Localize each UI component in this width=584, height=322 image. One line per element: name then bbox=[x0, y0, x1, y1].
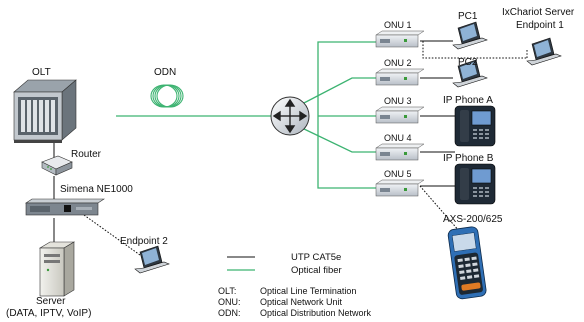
onu-1-label: ONU 1 bbox=[384, 20, 412, 30]
dotted-links bbox=[83, 40, 528, 256]
dotted-simena-endpoint2 bbox=[83, 214, 141, 256]
ixchariot-label-line2: Endpoint 1 bbox=[516, 20, 564, 31]
simena-ne1000-icon bbox=[25, 198, 105, 216]
onu-3-label: ONU 3 bbox=[384, 96, 412, 106]
utp-links bbox=[53, 40, 455, 242]
ip-phone-a-label: IP Phone A bbox=[443, 95, 493, 106]
server-label-line1: Server bbox=[36, 296, 66, 307]
legend-utp-label: UTP CAT5e bbox=[291, 252, 341, 263]
dotted-axs-onu5 bbox=[419, 185, 461, 233]
onu-1-icon bbox=[375, 30, 425, 48]
server-label-line2: (DATA, IPTV, VoIP) bbox=[6, 308, 91, 319]
dotted-onu1-ixchariot bbox=[420, 40, 527, 59]
simena-label: Simena NE1000 bbox=[60, 184, 133, 195]
router-icon bbox=[41, 155, 73, 176]
ixchariot-label-line1: IxChariot Server bbox=[502, 7, 575, 18]
onu-2-label: ONU 2 bbox=[384, 58, 412, 68]
ixchariot-laptop-icon bbox=[526, 37, 562, 66]
endpoint2-label: Endpoint 2 bbox=[120, 236, 168, 247]
legend-fiber-label: Optical fiber bbox=[291, 265, 342, 276]
pc1-laptop-icon bbox=[452, 21, 488, 50]
legend: UTP CAT5e Optical fiber bbox=[227, 252, 342, 276]
pc2-laptop-icon bbox=[452, 59, 488, 88]
onu-3-icon bbox=[375, 106, 425, 124]
ip-phone-b-label: IP Phone B bbox=[443, 153, 494, 164]
abbr-olt: OLT: bbox=[218, 286, 236, 296]
fiber-to-onu4 bbox=[301, 127, 376, 153]
odn-coil-icon bbox=[150, 84, 184, 108]
ip-phone-a-icon bbox=[454, 105, 496, 147]
abbr-odn: ODN: bbox=[218, 308, 241, 318]
fiber-to-onu5 bbox=[317, 116, 376, 189]
router-label: Router bbox=[71, 149, 102, 160]
fiber-links bbox=[116, 41, 376, 189]
fiber-to-onu1 bbox=[317, 41, 376, 116]
onu-2-icon bbox=[375, 68, 425, 86]
olt-icon bbox=[13, 79, 77, 143]
odn-label: ODN bbox=[154, 67, 176, 78]
endpoint2-laptop-icon bbox=[134, 245, 170, 274]
pc1-label: PC1 bbox=[458, 11, 478, 22]
onu-5-icon bbox=[375, 179, 425, 197]
olt-label: OLT bbox=[32, 67, 51, 78]
abbr-odn-meaning: Optical Distribution Network bbox=[260, 308, 372, 318]
axs-200-tester-icon bbox=[447, 226, 487, 300]
server-tower-icon bbox=[38, 241, 76, 297]
onu-4-icon bbox=[375, 143, 425, 161]
fiber-to-onu2 bbox=[301, 77, 376, 105]
onu-4-label: ONU 4 bbox=[384, 133, 412, 143]
abbr-olt-meaning: Optical Line Termination bbox=[260, 286, 356, 296]
onu-5-label: ONU 5 bbox=[384, 169, 412, 179]
abbr-onu: ONU: bbox=[218, 297, 241, 307]
optical-splitter-icon bbox=[270, 96, 310, 136]
axs-label: AXS-200/625 bbox=[443, 214, 503, 225]
abbreviation-list: OLT: Optical Line Termination ONU: Optic… bbox=[218, 286, 372, 318]
abbr-onu-meaning: Optical Network Unit bbox=[260, 297, 343, 307]
pc2-label: PC2 bbox=[458, 57, 478, 68]
ip-phone-b-icon bbox=[454, 163, 496, 205]
